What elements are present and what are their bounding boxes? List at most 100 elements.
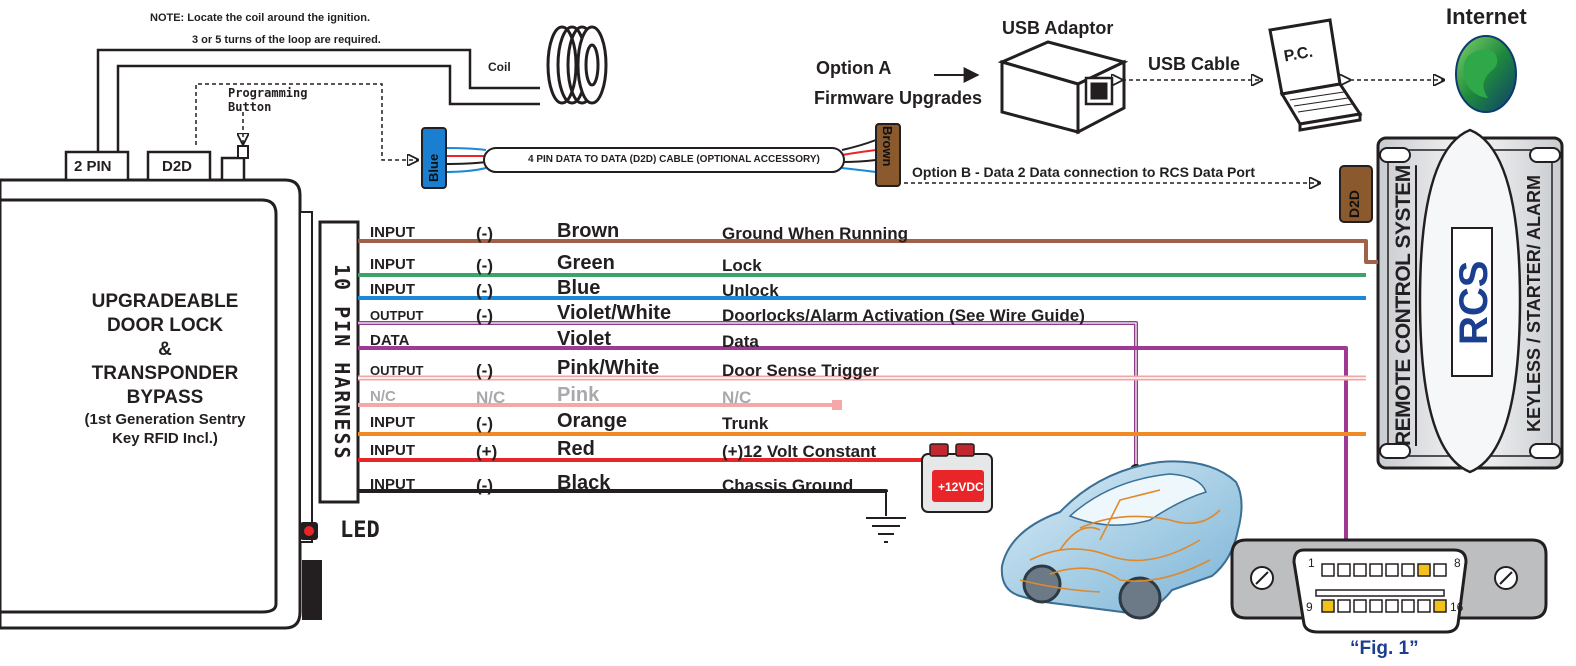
wire-function-1: Ground When Running (722, 224, 909, 243)
programming-button-arrows (195, 83, 418, 160)
obd-pin (1353, 563, 1367, 577)
wire-type-5: DATA (370, 332, 410, 349)
usb-cable-label: USB Cable (1148, 54, 1241, 74)
cable-left-connector-label: Blue (426, 153, 441, 182)
wire-polarity-6: (-) (476, 361, 493, 380)
wire-type-1: INPUT (370, 224, 415, 241)
rcs-right-text: KEYLESS / STARTER/ ALARM (1524, 174, 1544, 432)
obd-pin (1385, 563, 1399, 577)
module-line-5: BYPASS (126, 387, 204, 408)
wire-polarity-10: (-) (476, 476, 493, 495)
obd-port-icon (1230, 538, 1548, 634)
wire-function-5: Data (722, 332, 759, 351)
wire-function-4: Doorlocks/Alarm Activation (See Wire Gui… (722, 306, 1085, 325)
harness-connector (318, 220, 360, 504)
obd-pin (1385, 599, 1399, 613)
port-d2d (146, 150, 212, 182)
wire-function-7: N/C (722, 388, 752, 407)
globe-icon (1455, 35, 1517, 113)
d2d-cable (421, 123, 901, 189)
note-line-2: 3 or 5 turns of the loop are required. (192, 34, 381, 46)
wire-function-3: Unlock (722, 281, 779, 300)
led-label: LED (340, 518, 380, 543)
rcs-unit (1339, 128, 1564, 474)
obd-pin-8-label: 8 (1454, 556, 1461, 570)
wire-function-6: Door Sense Trigger (722, 361, 879, 380)
coil-loop (96, 48, 540, 152)
wire-10 (358, 489, 888, 493)
wire-color-name-9: Red (557, 438, 595, 460)
wire-polarity-7: N/C (476, 388, 506, 407)
wire-type-10: INPUT (370, 476, 415, 493)
wire-type-3: INPUT (370, 281, 415, 298)
port-2pin-label: 2 PIN (74, 158, 112, 175)
module-line-1: UPGRADEABLE (91, 291, 239, 312)
obd-pin (1417, 563, 1431, 577)
wire-polarity-8: (-) (476, 414, 493, 433)
car-icon (1000, 460, 1243, 620)
obd-pins (1321, 563, 1447, 613)
obd-pin (1401, 563, 1415, 577)
wire-function-2: Lock (722, 256, 762, 275)
programming-button-label-1: Programming (228, 86, 308, 100)
module-label: UPGRADEABLE DOOR LOCK & TRANSPONDER BYPA… (60, 290, 270, 448)
obd-pin (1369, 563, 1383, 577)
wire-1 (358, 239, 1378, 264)
wire-polarity-1: (-) (476, 224, 493, 243)
obd-pin (1321, 599, 1335, 613)
wire-layer (358, 239, 1378, 579)
usb-adaptor-label: USB Adaptor (1002, 18, 1114, 38)
obd-pin (1433, 599, 1447, 613)
wire-polarity-9: (+) (476, 442, 498, 461)
wire-type-8: INPUT (370, 414, 415, 431)
obd-pin-16-label: 16 (1450, 600, 1464, 614)
wire-type-4: OUTPUT (370, 308, 424, 323)
option-a-label-2: Firmware Upgrades (814, 88, 983, 108)
wire-4-stripe (358, 322, 1137, 470)
wire-polarity-2: (-) (476, 256, 493, 275)
obd-pin-1-label: 1 (1308, 556, 1315, 570)
note-line-1: NOTE: Locate the coil around the ignitio… (150, 12, 370, 24)
wire-type-2: INPUT (370, 256, 415, 273)
obd-pin (1369, 599, 1383, 613)
wire-function-8: Trunk (722, 414, 769, 433)
port-2pin (64, 150, 130, 182)
ground-symbol (866, 492, 906, 543)
wire-type-6: OUTPUT (370, 363, 424, 378)
wire-polarity-3: (-) (476, 281, 493, 300)
programming-button (220, 145, 249, 182)
coil-label-box (478, 56, 528, 78)
wire-polarity-4: (-) (476, 306, 493, 325)
wire-color-name-3: Blue (557, 277, 601, 299)
internet-label: Internet (1446, 4, 1527, 29)
cable-label: 4 PIN DATA TO DATA (D2D) CABLE (OPTIONAL… (528, 154, 820, 165)
harness-label: 10 PIN HARNESS (330, 263, 354, 461)
laptop-icon (1268, 18, 1363, 132)
rcs-logo: RCS (1452, 260, 1496, 346)
wire-color-name-6: Pink/White (557, 357, 660, 379)
wire-color-name-5: Violet (557, 328, 612, 350)
programming-button-label-2: Button (228, 100, 272, 114)
obd-pin (1417, 599, 1431, 613)
wire-color-name-10: Black (557, 472, 611, 494)
module-line-2: DOOR LOCK (106, 315, 224, 336)
coil-icon (546, 25, 608, 105)
wire-color-name-7: Pink (557, 384, 600, 406)
wire-function-10: Chassis Ground (722, 476, 854, 495)
main-module (0, 178, 322, 630)
wire-5 (358, 346, 1348, 570)
battery-label: +12VDC (938, 480, 984, 494)
battery-icon (921, 443, 993, 513)
wire-type-9: INPUT (370, 442, 415, 459)
module-line-3: & (158, 339, 172, 360)
coil-label: Coil (488, 60, 511, 74)
option-a-label-1: Option A (816, 58, 892, 78)
module-line-7: Key RFID Incl.) (112, 430, 218, 447)
obd-pin (1321, 563, 1335, 577)
wire-color-name-8: Orange (557, 410, 628, 432)
obd-pin (1401, 599, 1415, 613)
port-d2d-label: D2D (162, 158, 193, 175)
wire-color-name-1: Brown (557, 220, 620, 242)
wire-color-name-4: Violet/White (557, 302, 672, 324)
wire-color-name-2: Green (557, 252, 615, 274)
